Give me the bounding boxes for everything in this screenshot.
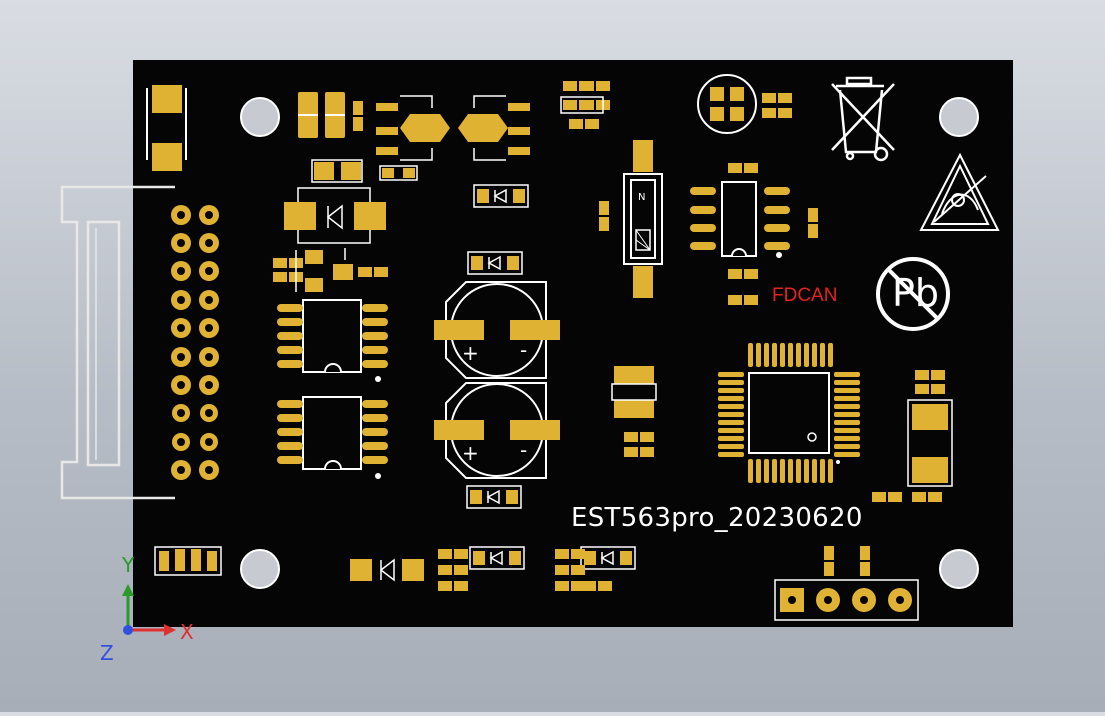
esd-warning-icon [919,152,1000,231]
crystal-round [697,74,792,134]
capacitor-pair-top [298,92,363,138]
svg-text:+: + [462,441,479,465]
inductor-middle [611,366,657,457]
mcu-qfp [718,343,860,483]
electrolytic-cap-1: + - [434,281,560,379]
mounting-holes [240,97,979,589]
ic-sop-1 [277,299,388,382]
board-silkscreen-label: EST563pro_20230620 [571,503,863,533]
pin-header-bottom [774,546,919,621]
weee-bin-icon [831,76,895,162]
ic-sop-2 [277,396,388,479]
svg-text:-: - [520,438,527,462]
bottom-diode-large [350,558,424,582]
svg-text:-: - [520,338,527,362]
component-c1 [146,85,187,171]
svg-text:+: + [462,341,479,365]
axis-y-label: Y [122,553,135,577]
electrolytic-cap-2: + - [434,382,560,479]
connector-outline [60,185,175,500]
capacitor-right [872,370,953,502]
resistor-array-top [560,81,610,129]
bottom-left-smd [154,546,222,576]
lead-free-label: Pb [892,271,940,315]
svg-text:N: N [638,192,645,203]
crystal-left [376,95,450,161]
diode-large [284,187,386,244]
ic-soic8 [690,163,818,305]
axis-z-label: Z [100,641,114,665]
axis-gizmo-icon [122,584,176,636]
crystal-right [458,95,530,161]
transistor-sot [273,248,388,292]
resistor-top [311,159,418,183]
lead-free-icon [876,257,950,331]
fuse-vertical: N [599,140,663,298]
fdcan-label: FDCAN [772,285,838,306]
pcb-surface [133,60,1013,627]
axis-x-label: X [180,620,194,644]
